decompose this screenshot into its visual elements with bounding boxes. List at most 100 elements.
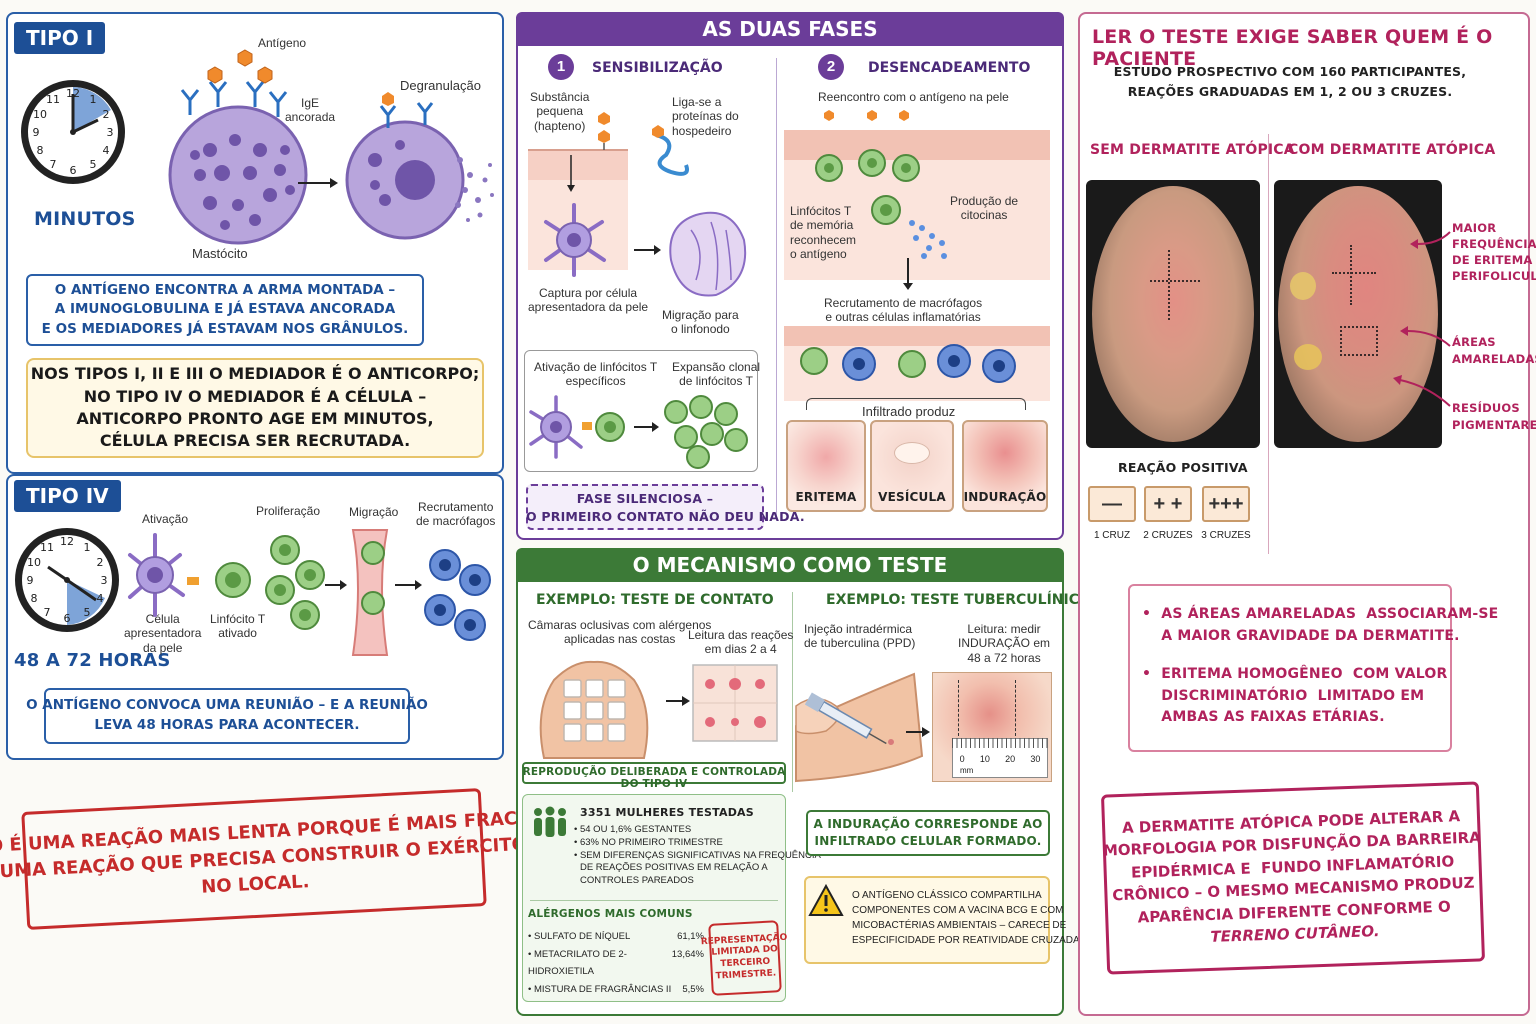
- study-bullets: • 54 OU 1,6% GESTANTES • 63% NO PRIMEIRO…: [574, 824, 821, 888]
- cross-3-label: 3 CRUZES: [1201, 530, 1251, 541]
- svg-text:8: 8: [31, 592, 38, 605]
- allergen-name: METACRILATO DE 2-HIDROXIETILA: [528, 948, 627, 978]
- findings-box: [1128, 584, 1452, 752]
- svg-text:1: 1: [84, 541, 91, 554]
- cross-2: + +: [1144, 486, 1192, 522]
- svg-text:4: 4: [103, 144, 110, 157]
- tipo4-time: 48 A 72 HORAS: [14, 650, 171, 671]
- study-bullet: • 54 OU 1,6% GESTANTES: [574, 824, 692, 835]
- phase1-title: SENSIBILIZAÇÃO: [592, 60, 723, 76]
- annotation-perifollicular: MAIOR FREQUÊNCIA DE ERITEMA PERIFOLICULA…: [1452, 221, 1536, 284]
- warning-icon: [808, 883, 844, 916]
- annotation-pigment: RESÍDUOS PIGMENTARES: [1452, 401, 1536, 432]
- arrow-icon: [906, 727, 930, 737]
- annotation-yellow-areas: ÁREAS AMARELADAS: [1452, 335, 1536, 366]
- erythema-box: [786, 420, 866, 512]
- induration-label: INDURAÇÃO: [963, 490, 1047, 504]
- memory-t-label: Linfócitos T de memória reconhecem o ant…: [790, 204, 857, 262]
- t-activation-label: Ativação de linfócitos T específicos: [534, 360, 658, 389]
- right-divider: [1268, 134, 1269, 554]
- infiltrate-skin-icon: [784, 326, 1050, 401]
- allergens-title: ALÉRGENOS MAIS COMUNS: [528, 908, 693, 920]
- induration-box: [962, 420, 1048, 512]
- svg-text:10: 10: [33, 108, 47, 121]
- yellow-area: [1290, 272, 1316, 300]
- svg-text:3: 3: [101, 574, 108, 587]
- tipo1-explanation-box: O ANTÍGENO ENCONTRA A ARMA MONTADA – A I…: [26, 274, 424, 346]
- back-patch-icon: [539, 660, 649, 759]
- hapten-label: Substância pequena (hapteno): [530, 90, 590, 133]
- cross-1: —: [1088, 486, 1136, 522]
- reproduction-text: REPRODUÇÃO DELIBERADA E CONTROLADA DO TI…: [522, 766, 786, 790]
- contact-test-title: EXEMPLO: TESTE DE CONTATO: [536, 592, 774, 608]
- infiltrate-label: Infiltrado produz: [862, 404, 956, 419]
- right-stamp-text: A DERMATITE ATÓPICA PODE ALTERAR A MORFO…: [1102, 806, 1482, 926]
- reading-label: Leitura das reações em dias 2 a 4: [688, 628, 794, 657]
- allergen-value: 13,64%: [671, 948, 704, 960]
- study-separator: [530, 900, 778, 901]
- svg-text:2: 2: [97, 556, 104, 569]
- with-ad-title: COM DERMATITE ATÓPICA: [1288, 142, 1496, 158]
- svg-text:2: 2: [103, 108, 110, 121]
- svg-text:8: 8: [37, 144, 44, 157]
- women-group-icon: [534, 806, 566, 837]
- injection-label: Injeção intradérmica de tuberculina (PPD…: [804, 622, 916, 651]
- yellow-area: [1294, 344, 1322, 370]
- svg-text:9: 9: [33, 126, 40, 139]
- study-bullet-text: 54 OU 1,6% GESTANTES: [579, 824, 692, 835]
- arrow-icon: [298, 178, 338, 188]
- mediator-box: NOS TIPOS I, II E III O MEDIADOR É O ANT…: [26, 358, 484, 458]
- allergen-value: 61,1%: [677, 931, 704, 942]
- fases-title: AS DUAS FASES: [516, 12, 1064, 46]
- mast-cell-label: Mastócito: [192, 246, 248, 261]
- patch-square-mark: [1340, 326, 1378, 356]
- fases-divider: [776, 58, 777, 518]
- vesicle-blister: [894, 442, 930, 464]
- degranulation-label: Degranulação: [400, 78, 481, 93]
- patch-cross-mark: [1150, 280, 1200, 282]
- svg-text:6: 6: [64, 612, 71, 625]
- study-bullet: • SEM DIFERENÇAS SIGNIFICATIVAS NA FREQU…: [574, 849, 821, 887]
- study-bullet: • 63% NO PRIMEIRO TRIMESTRE: [574, 836, 723, 848]
- vesicle-box: [870, 420, 954, 512]
- finding-2-text: ERITEMA HOMOGÊNEO COM VALOR DISCRIMINATÓ…: [1161, 666, 1448, 726]
- svg-text:9: 9: [27, 574, 34, 587]
- capture-label: Captura por célula apresentadora da pele: [528, 286, 649, 315]
- induration-mark: [958, 680, 1016, 736]
- cross-2-label: 2 CRUZES: [1143, 530, 1193, 541]
- bcg-text: O ANTÍGENO CLÁSSICO COMPARTILHA COMPONEN…: [852, 890, 1082, 946]
- svg-text:4: 4: [97, 592, 104, 605]
- dermoscopy-without-ad-lens: [1092, 186, 1254, 442]
- svg-text:11: 11: [46, 93, 60, 106]
- t-activation-icon: [529, 395, 748, 469]
- right-title: LER O TESTE EXIGE SABER QUEM É O PACIENT…: [1092, 26, 1493, 70]
- arrow-icon: [666, 696, 690, 706]
- silent-phase-text: FASE SILENCIOSA – O PRIMEIRO CONTATO NÃO…: [526, 491, 805, 525]
- phase1-number: 1: [548, 54, 574, 80]
- patch-cross-mark: [1168, 250, 1170, 320]
- tuberculin-reading-label: Leitura: medir INDURAÇÃO em 48 a 72 hora…: [958, 622, 1051, 665]
- activated-t-label: Linfócito T ativado: [210, 612, 266, 641]
- svg-text:1: 1: [90, 93, 97, 106]
- mecanismo-divider: [792, 592, 793, 792]
- ruler-number: 0: [959, 754, 965, 764]
- tipo4-pathway-icon: [128, 529, 491, 656]
- svg-text:7: 7: [44, 606, 51, 619]
- lymph-migration-label: Migração para o linfonodo: [662, 308, 739, 337]
- tuberculin-test-title: EXEMPLO: TESTE TUBERCULÍNICO: [826, 592, 1091, 608]
- cytokine-label: Produção de citocinas: [950, 194, 1019, 223]
- tipo4-tag: TIPO IV: [14, 480, 121, 512]
- mecanismo-title: O MECANISMO COMO TESTE: [516, 548, 1064, 582]
- svg-text:12: 12: [66, 87, 80, 100]
- ruler-number: 20: [1005, 754, 1016, 764]
- ruler-number: 10: [979, 754, 990, 764]
- elicitation-skin-icon: [784, 110, 1050, 290]
- binds-protein-label: Liga-se a proteínas do hospedeiro: [672, 95, 739, 138]
- induration-correspond-box: [806, 810, 1050, 856]
- activation-label: Ativação: [142, 512, 189, 526]
- right-stamp-italic: TERRENO CUTÂNEO.: [1210, 922, 1380, 946]
- degranulating-cell-icon: [345, 92, 494, 240]
- silent-phase-box: [526, 484, 764, 530]
